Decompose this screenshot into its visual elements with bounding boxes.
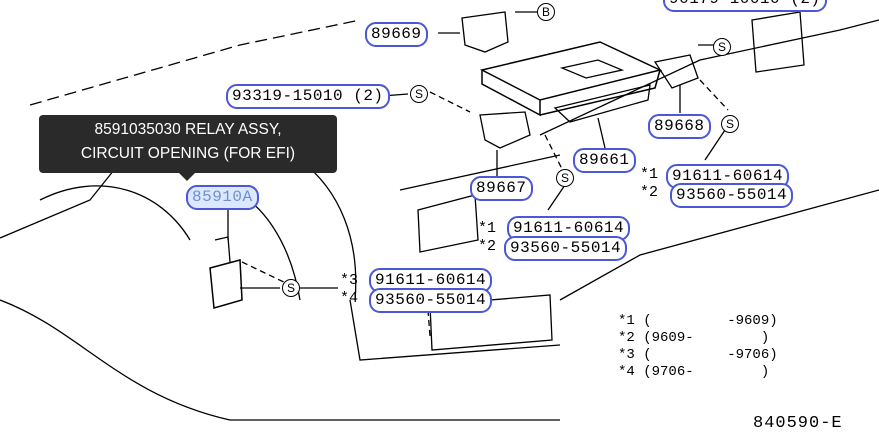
ecu-label: [559, 59, 625, 79]
part-tooltip: 8591035030 RELAY ASSY, CIRCUIT OPENING (…: [39, 115, 337, 181]
ecu-side: [539, 69, 661, 116]
callout-85910a[interactable]: 85910A: [186, 185, 259, 210]
legend-block: *1 ( -9609) *2 (9609- ) *3 ( -9706) *4 (…: [618, 313, 778, 381]
mark-star1-mid: *1: [478, 220, 497, 237]
legend-val-2: (9609- ): [643, 330, 770, 346]
left-arc-1: [39, 185, 191, 241]
callout-89669[interactable]: 89669: [365, 22, 428, 47]
ecu-front: [481, 70, 541, 117]
s-symbol-icon-mid: S: [556, 169, 574, 187]
callout-93319-15010[interactable]: 93319-15010 (2): [226, 84, 390, 109]
legend-key-1: *1: [618, 313, 635, 329]
dash-lower-sweep: [0, 299, 560, 421]
legend-key-4: *4: [618, 364, 635, 380]
callout-93560-55014-right[interactable]: 93560-55014: [670, 183, 794, 208]
dash-89661: [544, 134, 566, 176]
mark-star4: *4: [340, 290, 359, 307]
mark-star1-right: *1: [640, 166, 659, 183]
dash-outline: [29, 19, 361, 106]
s-symbol-icon-right: S: [721, 115, 739, 133]
callout-93560-55014-mid[interactable]: 93560-55014: [504, 236, 628, 261]
legend-val-1: ( -9609): [643, 313, 778, 329]
dash-relay-lower: [427, 309, 431, 337]
legend-val-3: ( -9706): [643, 347, 778, 363]
dash-s-relay: [241, 261, 291, 286]
s-symbol-icon-93319: S: [410, 85, 428, 103]
callout-89668[interactable]: 89668: [648, 114, 711, 139]
dash-panel-line: [349, 299, 561, 361]
panel-box: [429, 294, 553, 351]
callout-90179-10010[interactable]: 90179-10010 (2): [663, 0, 827, 12]
callout-89661[interactable]: 89661: [573, 148, 636, 173]
bracket-89669: [461, 11, 509, 53]
callout-93560-55014-left[interactable]: 93560-55014: [369, 288, 493, 313]
legend-val-4: (9706- ): [643, 364, 770, 380]
legend-key-3: *3: [618, 347, 635, 363]
legend-key-2: *2: [618, 330, 635, 346]
bracket-89667: [479, 111, 531, 149]
dash-right-edge: [539, 19, 879, 136]
mark-star2-right: *2: [640, 184, 659, 201]
dash-mid: [399, 154, 561, 191]
bracket-89668: [653, 54, 699, 89]
mark-star3: *3: [340, 272, 359, 289]
dash-right-lower: [559, 189, 879, 301]
leader-s-right: [704, 129, 726, 161]
ecu-connector: [553, 84, 651, 123]
s-symbol-icon-relay: S: [282, 279, 300, 297]
leader-93319-dash: [429, 91, 471, 113]
leader-89661: [597, 117, 606, 149]
tooltip-line-2: CIRCUIT OPENING (FOR EFI): [80, 145, 296, 162]
vent-right: [751, 11, 805, 73]
relay-bracket: [214, 236, 231, 263]
callout-89667[interactable]: 89667: [470, 176, 533, 201]
b-symbol-icon: B: [537, 3, 555, 21]
relay-body: [209, 259, 243, 309]
s-symbol-icon-top: S: [713, 38, 731, 56]
diagram-code: 840590-E: [753, 414, 843, 433]
leader-s-mid: [547, 184, 566, 211]
vent-left: [417, 194, 479, 253]
mark-star2-mid: *2: [478, 238, 497, 255]
dash-89668: [699, 79, 729, 111]
tooltip-line-1: 8591035030 RELAY ASSY,: [94, 121, 282, 138]
